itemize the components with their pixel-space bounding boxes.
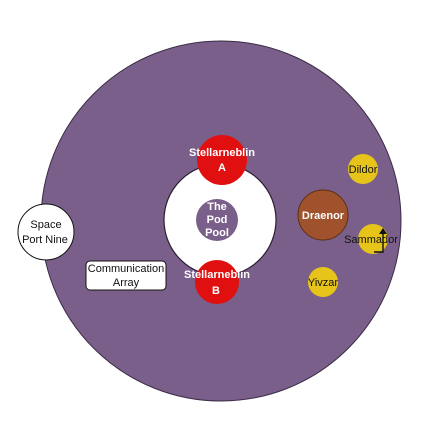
comm-array-label-line1: Communication — [88, 263, 164, 275]
pod-pool-node[interactable]: The Pod Pool — [196, 199, 238, 241]
dildor-node[interactable]: Dildor — [348, 154, 378, 184]
sammador-label: Sammador — [344, 234, 398, 246]
space-port-label-line2: Port Nine — [22, 234, 68, 246]
pod-pool-label-line2: Pod — [207, 214, 228, 226]
stellarneblin-b-node[interactable]: Stellarneblin B — [184, 260, 250, 304]
pod-pool-label-line3: Pool — [205, 227, 229, 239]
pod-pool-label-line1: The — [207, 201, 227, 213]
arrow-up-icon[interactable] — [374, 228, 387, 253]
stellarneblin-b-label-line2: B — [212, 285, 220, 297]
stellarneblin-a-label-line2: A — [218, 162, 226, 174]
draenor-node[interactable]: Draenor — [297, 189, 349, 241]
yivzar-label: Yivzar — [308, 277, 338, 289]
stellarneblin-a-label-line1: Stellarneblin — [189, 147, 255, 159]
space-port-label-line1: Space — [30, 219, 61, 231]
stellarneblin-b-label-line1: Stellarneblin — [184, 269, 250, 281]
stellarneblin-a-node[interactable]: Stellarneblin A — [189, 135, 255, 185]
sammador-node[interactable]: Sammador — [344, 224, 398, 254]
dildor-label: Dildor — [349, 164, 378, 176]
communication-array-node[interactable]: Communication Array — [85, 260, 167, 291]
space-port-nine-node[interactable]: Space Port Nine — [17, 203, 75, 261]
draenor-label: Draenor — [302, 210, 345, 222]
comm-array-label-line2: Array — [113, 277, 140, 289]
yivzar-node[interactable]: Yivzar — [308, 267, 338, 297]
